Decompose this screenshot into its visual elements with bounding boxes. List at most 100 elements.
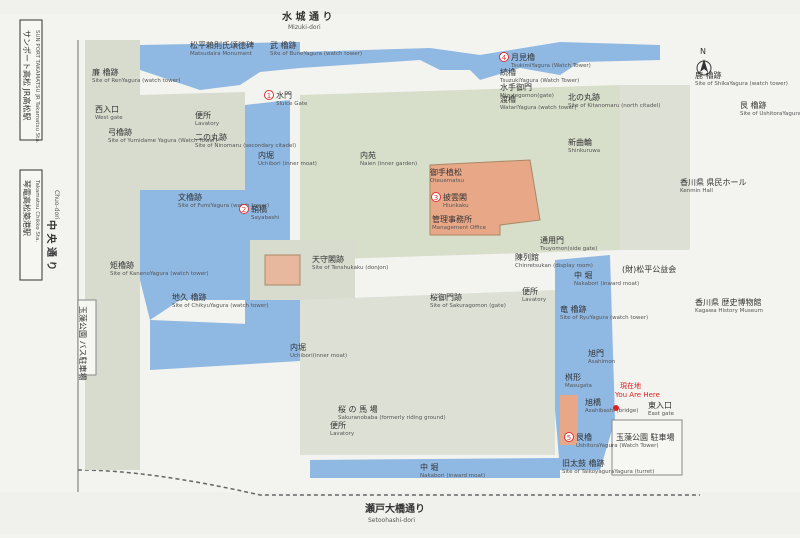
place-name-en: Uchibori (inner moat)	[258, 161, 317, 167]
place-name-en: UshitoraYagura (Watch Tower)	[576, 443, 658, 449]
place-name-en: Masugata	[565, 383, 592, 389]
road-mizuki-jp: 水 城 通 り	[281, 10, 332, 23]
place-name-jp: 便所	[330, 420, 346, 430]
place-name-en: WatariYagura (watch tower)	[500, 105, 576, 111]
place-name-en: Matsudaira Monument	[190, 51, 253, 57]
place-name-en: Site of RenYagura (watch tower)	[92, 78, 180, 84]
north-label: N	[700, 47, 706, 56]
tenshukaku-base	[264, 254, 301, 286]
place-name-jp: 文櫓跡	[178, 192, 202, 202]
bottom-road	[0, 492, 800, 534]
place-name-jp: 二の丸跡	[195, 132, 227, 142]
place-name-en: Naien (inner garden)	[360, 161, 417, 167]
place-number-badge	[264, 90, 274, 100]
place-name-jp: 廉 櫓跡	[92, 67, 119, 77]
place-name-en: Asahibashi (bridge)	[585, 408, 638, 414]
place-name-jp: 天守閣跡	[312, 254, 344, 264]
place-name-en: Sluice Gate	[276, 101, 308, 107]
station-kotoden-jp: 琴電高松築港駅	[22, 180, 32, 236]
place-name-en: Lavatory	[195, 121, 220, 127]
asahibashi-bridge	[560, 395, 578, 445]
you-are-here-marker	[613, 405, 619, 411]
place-name-jp: 披雲閣	[443, 192, 467, 202]
place-name-jp: 艮櫓	[576, 432, 592, 442]
place-number: 1	[267, 92, 271, 100]
place-name-en: Sakuranobaba (formerly riding ground)	[338, 415, 446, 421]
place-name-jp: 矩櫓跡	[110, 260, 134, 270]
place-name-en: Site of Tenshukaku (donjon)	[312, 265, 388, 271]
place-name-en: Lavatory	[330, 431, 355, 437]
road-chuo-jp: 中 央 通 り	[45, 220, 58, 270]
place-name-en: Hiunkaku	[443, 203, 469, 209]
road-chuo-en: Chuo-dori	[53, 190, 60, 220]
place-name-en: Kenmin Hall	[680, 188, 713, 194]
place-name-en: Shinkuruwa	[568, 148, 600, 154]
place-name-en: Oteuematsu	[430, 178, 464, 184]
parking-east-label: 玉藻公園 駐車場	[616, 432, 675, 442]
place-name-jp: 旭橋	[585, 397, 601, 407]
place-name-jp: 中 堀	[420, 462, 439, 472]
west-parking-lot	[77, 299, 97, 376]
station-jr-en: SUN PORT TAKAMATSU JR Takamatsu Sta.	[34, 30, 40, 144]
you-are-here-jp: 現在地	[620, 381, 641, 390]
place-name-jp: 香川県 歴史博物館	[695, 297, 762, 307]
place-name-en: East gate	[648, 411, 675, 417]
place-number-badge	[431, 192, 441, 202]
hiunkaku-building	[429, 159, 541, 236]
place-name-en: Sayabashi	[251, 215, 280, 221]
place-name-en: Site of Sakuragomon (gate)	[430, 303, 506, 309]
place-name-jp: 管理事務所	[432, 214, 472, 224]
road-setoohashi-en: Setoohashi-dori	[368, 517, 415, 524]
place-name-jp: 新曲輪	[568, 137, 592, 147]
place-name-jp: 便所	[522, 286, 538, 296]
place-name-jp: 内堀	[290, 342, 306, 352]
place-name-en: Mizutegomon(gate)	[500, 93, 554, 99]
place-name-en: Asahimon	[588, 359, 616, 365]
place-name-jp: 香川県 県民ホール	[680, 177, 747, 187]
station-kotoden-en: Takamatsu Chikko Sta.	[34, 179, 40, 242]
place-name-jp: 御手植松	[430, 167, 462, 177]
place-name-jp: 武 櫓跡	[270, 40, 297, 50]
place-name-en: Kagawa History Museum	[695, 308, 763, 314]
place-name-jp: 桜御門跡	[430, 292, 462, 302]
place-name-en: TsuzukiYagura (Watch Tower)	[499, 78, 579, 84]
place-name-jp: (財)松平公益会	[622, 264, 676, 274]
place-name-jp: 内苑	[360, 150, 376, 160]
place-name-en: Site of Kitanomaru (north citadel)	[568, 103, 660, 109]
place-name-jp: 内堀	[258, 150, 274, 160]
place-name-jp: 桜 の 馬 場	[338, 404, 378, 414]
ninomaru-area	[140, 92, 245, 190]
place-name-jp: 鹿 櫓跡	[695, 70, 722, 80]
place-name-en: Lavatory	[522, 297, 547, 303]
place-name-en: Site of UshitoraYagura	[740, 111, 800, 117]
place-name-jp: 弓櫓跡	[108, 127, 132, 137]
place-name-en: Site of FumiYagura (watch tower)	[178, 203, 269, 209]
railway	[77, 469, 700, 496]
place-number: 4	[502, 54, 507, 62]
place-name-en: Management Office	[432, 225, 487, 231]
